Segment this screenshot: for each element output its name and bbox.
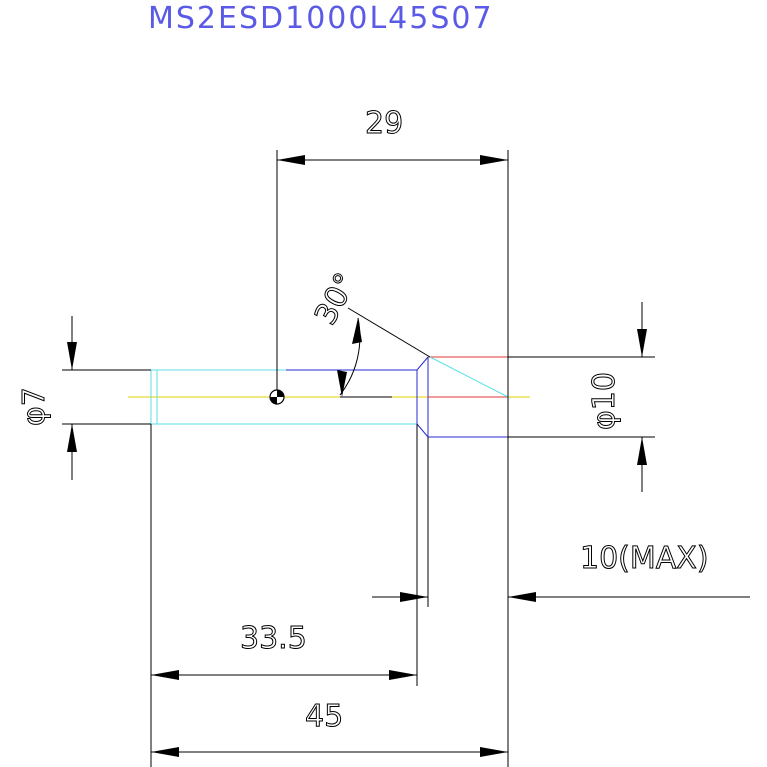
dim-phi7-label: φ7 bbox=[17, 387, 52, 426]
dim-33-5-label: 33.5 bbox=[240, 621, 307, 656]
dim-45 bbox=[151, 747, 508, 757]
head-taper-line bbox=[429, 356, 509, 398]
dim-phi10 bbox=[508, 302, 655, 492]
dim-45-label: 45 bbox=[305, 699, 343, 734]
dim-29-label: 29 bbox=[365, 106, 403, 141]
dim-29 bbox=[276, 150, 509, 767]
part-number-title: MS2ESD1000L45S07 bbox=[148, 1, 494, 36]
dim-phi7 bbox=[62, 316, 151, 480]
cog-symbol-icon bbox=[269, 389, 285, 405]
dim-10max bbox=[372, 437, 750, 607]
dim-angle-label: 30° bbox=[308, 267, 364, 330]
head-outline bbox=[416, 356, 508, 438]
dim-angle bbox=[337, 307, 431, 398]
dim-phi10-label: φ10 bbox=[587, 372, 622, 430]
dim-33-5 bbox=[150, 424, 418, 767]
dim-10max-label: 10(MAX) bbox=[580, 541, 709, 576]
